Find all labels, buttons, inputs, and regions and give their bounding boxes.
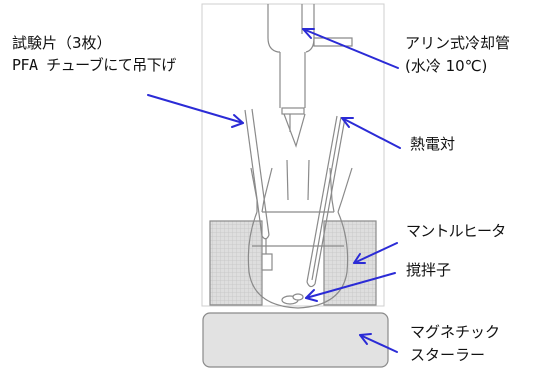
stir-bar — [281, 293, 304, 305]
arrows — [147, 28, 401, 353]
label-mantle-heater: マントルヒータ — [406, 222, 506, 240]
arrow-stirrer-bar — [305, 272, 396, 302]
arrow-mantle-heater — [353, 242, 398, 264]
label-specimen-line1: 試験片（3枚） — [12, 34, 112, 52]
arrow-thermocouple — [341, 117, 401, 149]
specimen-tube — [244, 108, 273, 271]
arrow-condenser — [302, 28, 399, 69]
label-magnetic-stirrer-line1: マグネチック — [410, 323, 501, 341]
label-magnetic-stirrer-line2: スターラー — [410, 346, 486, 364]
label-condenser-line2: (水冷 10℃) — [405, 57, 488, 75]
thermocouple-tube — [306, 115, 346, 288]
magnetic-stirrer-base — [202, 312, 389, 368]
label-specimen-line2: PFA チューブにて吊下げ — [12, 56, 176, 74]
label-stirrer-bar: 撹拌子 — [406, 261, 452, 279]
arrow-magnetic-stirrer — [359, 333, 398, 353]
arrow-specimen — [147, 94, 244, 128]
label-thermocouple: 熱電対 — [410, 135, 456, 153]
mantle-heater-left — [209, 220, 263, 306]
mantle-heater-right — [323, 220, 377, 306]
enclosure-frame — [201, 3, 385, 307]
label-condenser-line1: アリン式冷却管 — [405, 34, 511, 52]
